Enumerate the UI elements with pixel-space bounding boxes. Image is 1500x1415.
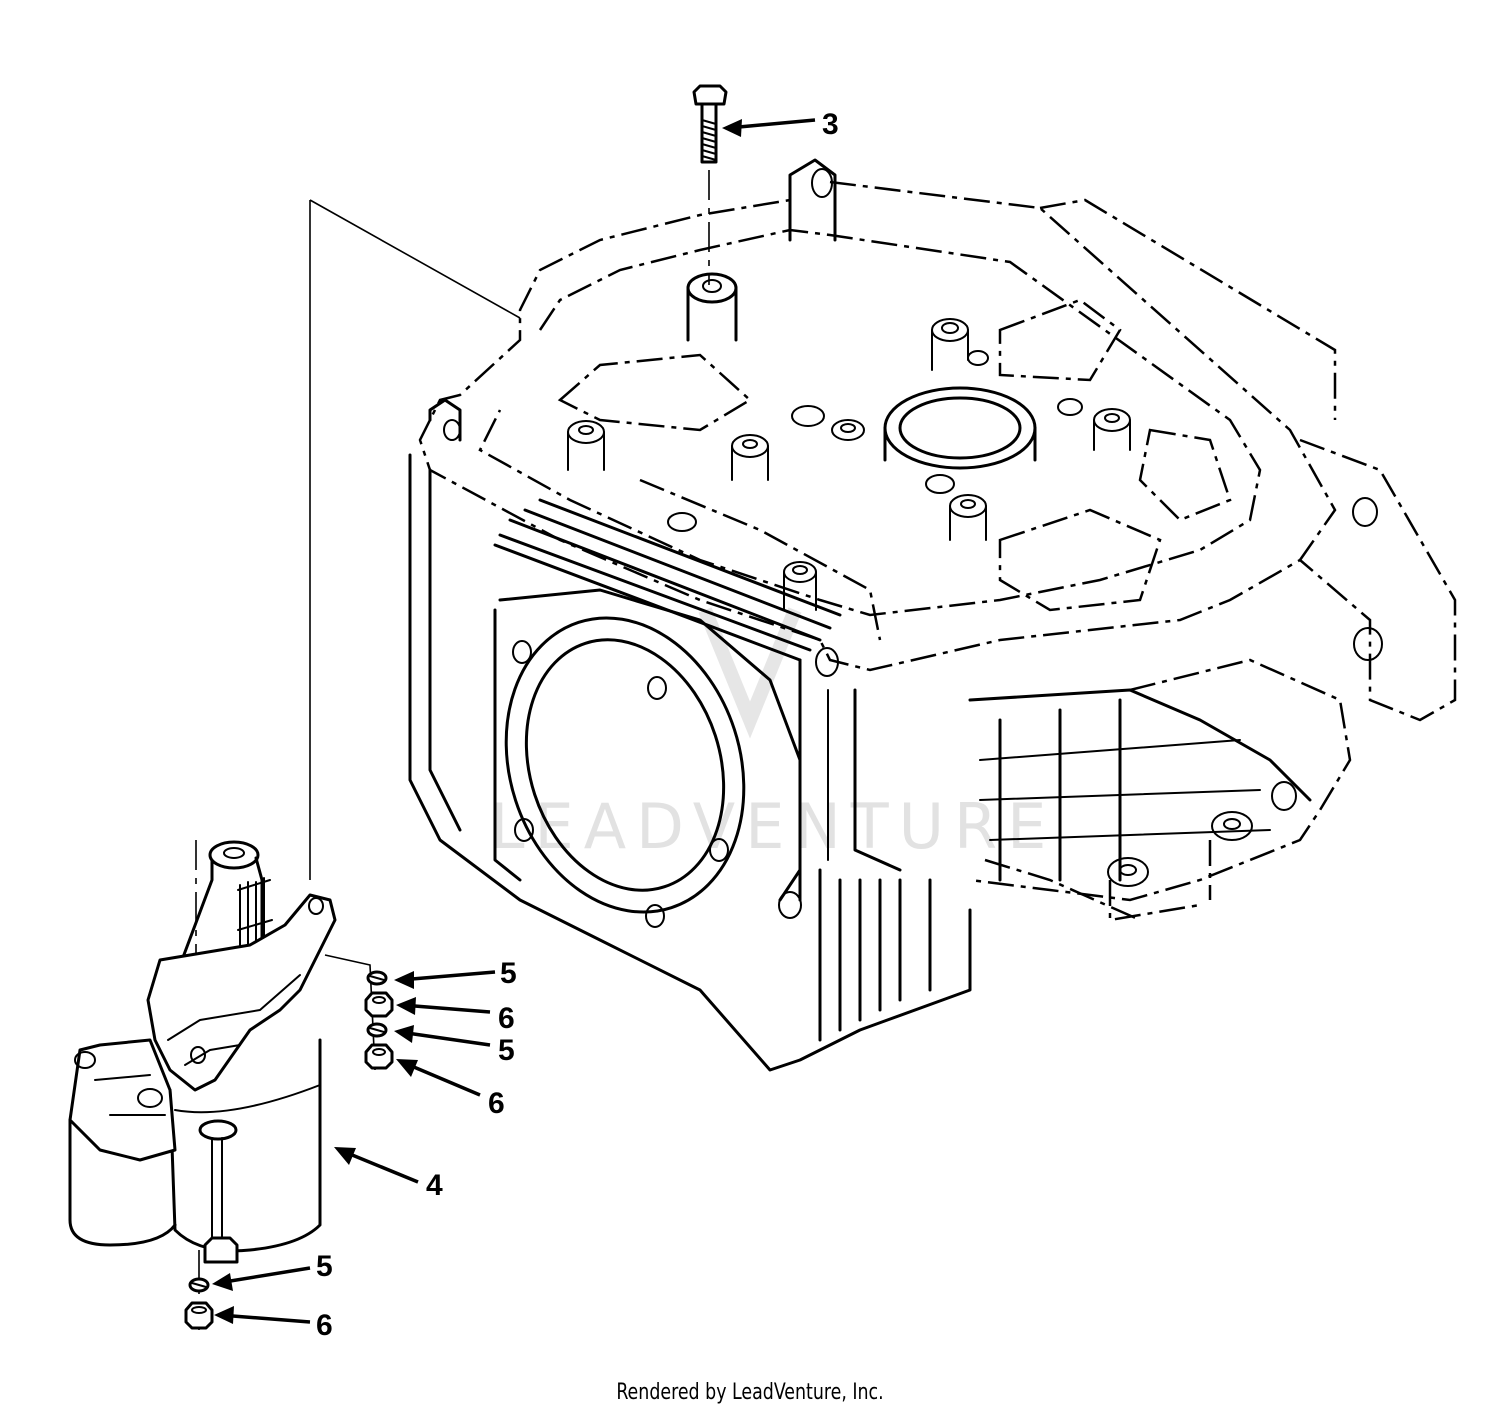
callout-6-middle: 6 xyxy=(396,1059,505,1120)
bolt-part-3 xyxy=(692,84,728,164)
svg-text:5: 5 xyxy=(498,1034,515,1067)
svg-text:6: 6 xyxy=(488,1087,505,1120)
callout-3: 3 xyxy=(722,108,839,141)
callout-5-middle: 5 xyxy=(394,1025,515,1067)
starter-motor-part-4 xyxy=(68,840,337,1264)
assembly-leader-lines xyxy=(195,170,710,1330)
svg-text:3: 3 xyxy=(822,108,839,141)
callout-5-lower: 5 xyxy=(212,1250,333,1291)
svg-text:5: 5 xyxy=(500,957,517,990)
svg-text:6: 6 xyxy=(498,1002,515,1035)
svg-text:5: 5 xyxy=(316,1250,333,1283)
callout-5-upper: 5 xyxy=(394,957,517,990)
callout-6-lower: 6 xyxy=(214,1306,333,1342)
svg-text:6: 6 xyxy=(316,1309,333,1342)
nut-6-upper xyxy=(364,991,394,1018)
washer-5-middle xyxy=(366,1022,388,1038)
watermark-logo: LEADVENTURE xyxy=(490,607,1056,863)
washer-5-upper xyxy=(366,970,388,986)
engine-crankcase xyxy=(408,158,1457,1072)
nut-6-lower xyxy=(184,1301,214,1330)
footer-credit: Rendered by LeadVenture, Inc. xyxy=(616,1380,884,1405)
washer-5-lower xyxy=(188,1277,210,1293)
watermark-text: LEADVENTURE xyxy=(490,790,1056,863)
svg-text:4: 4 xyxy=(426,1169,443,1202)
nut-6-middle xyxy=(364,1043,394,1070)
callout-6-upper: 6 xyxy=(396,997,515,1035)
callout-4: 4 xyxy=(334,1147,443,1202)
